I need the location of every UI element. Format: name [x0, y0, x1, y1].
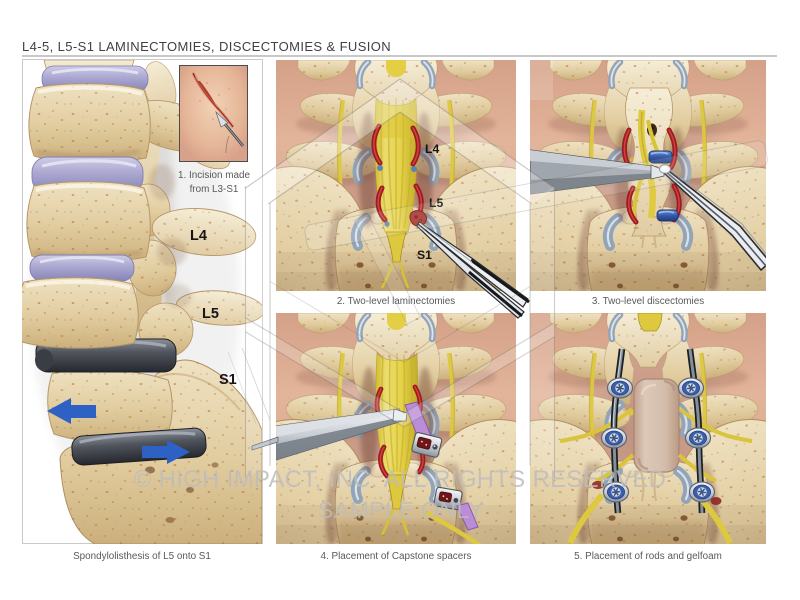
svg-text:S1: S1: [417, 248, 432, 262]
svg-text:SAMPLE ONLY: SAMPLE ONLY: [318, 497, 484, 523]
svg-text:3. Two-level discectomies: 3. Two-level discectomies: [592, 296, 704, 307]
svg-text:L4: L4: [425, 142, 439, 156]
svg-text:S1: S1: [219, 372, 237, 388]
svg-text:from L3-S1: from L3-S1: [190, 184, 239, 195]
svg-text:L5: L5: [429, 196, 443, 210]
svg-text:2. Two-level laminectomies: 2. Two-level laminectomies: [337, 296, 455, 307]
svg-text:L5: L5: [202, 306, 219, 322]
svg-text:L4-5, L5-S1 LAMINECTOMIES, DIS: L4-5, L5-S1 LAMINECTOMIES, DISCECTOMIES …: [22, 39, 391, 54]
svg-text:1. Incision made: 1. Incision made: [178, 170, 250, 181]
svg-text:© HIGH IMPACT, INC. ALL RIGHTS: © HIGH IMPACT, INC. ALL RIGHTS RESERVED: [134, 466, 667, 493]
svg-text:4. Placement of Capstone space: 4. Placement of Capstone spacers: [321, 551, 472, 562]
svg-text:L4: L4: [190, 228, 207, 244]
svg-text:Spondylolisthesis of L5 onto S: Spondylolisthesis of L5 onto S1: [73, 551, 211, 562]
svg-text:5. Placement of rods and gelfo: 5. Placement of rods and gelfoam: [574, 551, 722, 562]
